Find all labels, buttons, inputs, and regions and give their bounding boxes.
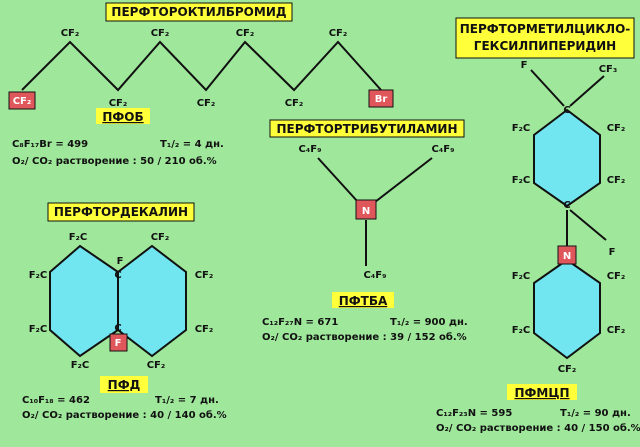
pfd-half-life: T₁/₂ = 7 дн. <box>155 395 219 406</box>
pftba-c4f9-bottom: C₄F₉ <box>364 270 387 281</box>
pfmcp-cf2-ring1-2: CF₂ <box>607 175 626 186</box>
pfmcp-title-box <box>455 17 635 59</box>
pfd-cf2-top: CF₂ <box>151 232 170 243</box>
pfob-abbr: ПФОБ <box>102 110 143 124</box>
pftba-solubility: O₂/ CO₂ растворение : 39 / 152 об.% <box>262 331 467 343</box>
pfmcp-n: N <box>563 251 571 262</box>
pftba-n: N <box>362 206 370 217</box>
pfmcp-formula: C₁₂F₂₃N = 595 <box>436 408 512 419</box>
pftba-bond-left <box>317 157 359 203</box>
pfob-cf2-5: CF₂ <box>236 28 255 39</box>
pfd-abbr: ПФД <box>108 378 141 392</box>
pfob-cf2-7: CF₂ <box>329 28 348 39</box>
pfd-f2c-left-1: F₂C <box>29 270 48 281</box>
pfd-cf2-right-2: CF₂ <box>195 324 214 335</box>
pfmcp-half-life: T₁/₂ = 90 дн. <box>560 408 631 419</box>
pfmcp-f2c-ring1-1: F₂C <box>512 123 531 134</box>
pftba-title-box <box>269 119 465 138</box>
pfmcp-n-box <box>557 245 577 265</box>
pfmcp-f2c-ring2-1: F₂C <box>512 271 531 282</box>
pfob-cf2-3: CF₂ <box>151 28 170 39</box>
pftba-abbr-box <box>332 292 394 308</box>
pfob-abbr-box <box>96 108 150 124</box>
pfob-end-cf2: CF₂ <box>13 96 32 107</box>
pftba-c4f9-left: C₄F₉ <box>299 144 322 155</box>
pfob-br-box <box>368 89 394 108</box>
pfob-cf2-2: CF₂ <box>109 98 128 109</box>
pftba-n-box <box>355 199 377 220</box>
pfd-cf2-right-1: CF₂ <box>195 270 214 281</box>
pfd-title-box <box>47 202 195 222</box>
pfob-cf3-box <box>8 91 36 110</box>
pfmcp-c-bottom: C <box>563 200 570 211</box>
pfmcp-cyclohexane-ring <box>533 108 601 208</box>
pftba-abbr: ПФТБА <box>339 294 388 308</box>
pfmcp-f2c-ring1-2: F₂C <box>512 175 531 186</box>
pfob-section: ПЕРФТОРОКТИЛБРОМИД CF₂ CF₂ CF₂ CF₂ CF₂ C… <box>8 2 394 167</box>
pfob-cf2-4: CF₂ <box>197 98 216 109</box>
pftba-section: ПЕРФТОРТРИБУТИЛАМИН C₄F₉ C₄F₉ C₄F₉ N ПФТ… <box>262 119 468 343</box>
pfob-cf2-1: CF₂ <box>61 28 80 39</box>
pfd-f2c-left-2: F₂C <box>29 324 48 335</box>
pfd-title: ПЕРФТОРДЕКАЛИН <box>54 205 188 219</box>
pfd-c-top: C <box>114 270 121 281</box>
pfd-section: ПЕРФТОРДЕКАЛИН F₂C F C CF₂ F₂C F₂C CF₂ C… <box>22 202 227 421</box>
pfmcp-title-line1: ПЕРФТОРМЕТИЛЦИКЛО- <box>460 22 631 36</box>
pfmcp-cf3: CF₃ <box>599 64 618 75</box>
pfob-solubility: O₂/ CO₂ растворение : 50 / 210 об.% <box>12 155 217 167</box>
pfmcp-cf2-ring2-1: CF₂ <box>607 271 626 282</box>
pfd-f-box <box>109 333 128 352</box>
pfmcp-f-mid: F <box>609 247 616 258</box>
pftba-formula: C₁₂F₂₇N = 671 <box>262 317 338 328</box>
pfmcp-f-top: F <box>521 60 528 71</box>
pftba-c4f9-right: C₄F₉ <box>432 144 455 155</box>
pfd-solubility: O₂/ CO₂ растворение : 40 / 140 об.% <box>22 409 227 421</box>
pfmcp-section: ПЕРФТОРМЕТИЛЦИКЛО- ГЕКСИЛПИПЕРИДИН F CF₃… <box>436 17 640 434</box>
pfd-f2c-top: F₂C <box>69 232 88 243</box>
pfmcp-c-top: C <box>563 105 570 116</box>
pfob-chain <box>21 40 382 92</box>
pfmcp-cf2-ring2-2: CF₂ <box>607 325 626 336</box>
pfd-f-bottom: F <box>115 338 122 349</box>
pfmcp-cf2-ring1-1: CF₂ <box>607 123 626 134</box>
pfmcp-abbr-box <box>507 384 577 400</box>
pfob-title-box <box>105 2 293 22</box>
pfd-formula: C₁₀F₁₈ = 462 <box>22 395 90 406</box>
pfd-f2c-bottom: F₂C <box>71 360 90 371</box>
pfob-formula: C₈F₁₇Br = 499 <box>12 139 88 150</box>
pfmcp-title-line2: ГЕКСИЛПИПЕРИДИН <box>474 39 616 53</box>
pfd-right-ring <box>117 244 187 358</box>
pfmcp-piperidine-ring <box>533 258 601 360</box>
pfd-abbr-box <box>100 376 148 393</box>
pftba-bond-right <box>374 157 433 203</box>
pfmcp-bond-f-mid <box>569 209 607 241</box>
pfob-cf2-6: CF₂ <box>285 98 304 109</box>
pftba-title: ПЕРФТОРТРИБУТИЛАМИН <box>276 122 457 136</box>
pfd-f-top: F <box>117 256 124 267</box>
pfmcp-f2c-ring2-2: F₂C <box>512 325 531 336</box>
pfd-c-bottom: C <box>114 323 121 334</box>
pfmcp-bond-cf3 <box>569 75 605 107</box>
pfmcp-cf2-ring2-bottom: CF₂ <box>558 364 577 375</box>
pftba-half-life: T₁/₂ = 900 дн. <box>390 317 468 328</box>
pfd-left-ring <box>49 244 119 358</box>
pfmcp-bond-f-top <box>530 69 565 107</box>
pfmcp-solubility: O₂/ CO₂ растворение : 40 / 150 об.% <box>436 422 640 434</box>
pfob-half-life: T₁/₂ = 4 дн. <box>160 139 224 150</box>
pfob-br: Br <box>375 94 388 105</box>
pfmcp-abbr: ПФМЦП <box>514 386 569 400</box>
pfob-title: ПЕРФТОРОКТИЛБРОМИД <box>111 5 286 19</box>
pfd-cf2-bottom: CF₂ <box>147 360 166 371</box>
